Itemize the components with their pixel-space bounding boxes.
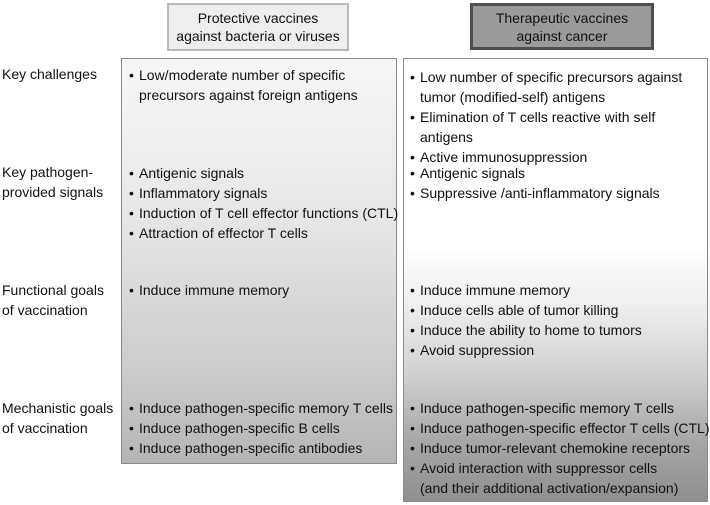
list-item: Inflammatory signals — [129, 183, 398, 203]
row-label-functional-goals: Functional goals of vaccination — [2, 282, 104, 318]
list-item: Elimination of T cells reactive with sel… — [410, 107, 710, 147]
list-item: Induce immune memory — [129, 280, 289, 300]
therapeutic-functional-goals-list: Induce immune memory Induce cells able o… — [410, 280, 642, 360]
list-item: Suppressive /anti-inflammatory signals — [410, 183, 660, 203]
therapeutic-vaccines-header-text: Therapeutic vaccines against cancer — [495, 9, 629, 44]
list-item: Low number of specific precursors agains… — [410, 67, 710, 107]
protective-functional-goals-list: Induce immune memory — [129, 280, 289, 300]
list-item: Induce pathogen-specific memory T cells — [129, 398, 393, 418]
protective-key-challenges-list: Low/moderate number of specific precurso… — [129, 65, 358, 105]
protective-vaccines-header: Protective vaccines against bacteria or … — [167, 3, 349, 51]
therapeutic-mechanistic-goals-list: Induce pathogen-specific memory T cells … — [410, 398, 709, 498]
list-item: Antigenic signals — [129, 163, 398, 183]
list-item: Induce pathogen-specific B cells — [129, 418, 393, 438]
protective-vaccines-panel — [121, 58, 397, 464]
protective-mechanistic-goals-list: Induce pathogen-specific memory T cells … — [129, 398, 393, 458]
row-label-key-challenges: Key challenges — [2, 66, 97, 82]
therapeutic-pathogen-signals-list: Antigenic signals Suppressive /anti-infl… — [410, 163, 660, 203]
therapeutic-key-challenges-list: Low number of specific precursors agains… — [410, 67, 710, 167]
protective-vaccines-header-text: Protective vaccines against bacteria or … — [176, 10, 340, 44]
list-item: Induce immune memory — [410, 280, 642, 300]
list-item: Attraction of effector T cells — [129, 223, 398, 243]
list-item: Induce pathogen-specific memory T cells — [410, 398, 709, 418]
list-item: Antigenic signals — [410, 163, 660, 183]
list-item: Induce pathogen-specific antibodies — [129, 438, 393, 458]
protective-pathogen-signals-list: Antigenic signals Inflammatory signals I… — [129, 163, 398, 243]
list-item: Induction of T cell effector functions (… — [129, 203, 398, 223]
list-item: Active immunosuppression — [410, 147, 710, 167]
list-item: Avoid interaction with suppressor cells … — [410, 458, 709, 498]
list-item: Induce tumor-relevant chemokine receptor… — [410, 438, 709, 458]
list-item: Induce cells able of tumor killing — [410, 300, 642, 320]
row-label-mechanistic-goals: Mechanistic goals of vaccination — [2, 400, 114, 436]
list-item: Induce the ability to home to tumors — [410, 320, 642, 340]
row-label-key-pathogen-signals: Key pathogen- provided signals — [2, 164, 104, 200]
list-item: Low/moderate number of specific precurso… — [129, 65, 358, 105]
therapeutic-vaccines-header: Therapeutic vaccines against cancer — [470, 3, 654, 50]
list-item: Induce pathogen-specific effector T cell… — [410, 418, 709, 438]
list-item: Avoid suppression — [410, 340, 642, 360]
